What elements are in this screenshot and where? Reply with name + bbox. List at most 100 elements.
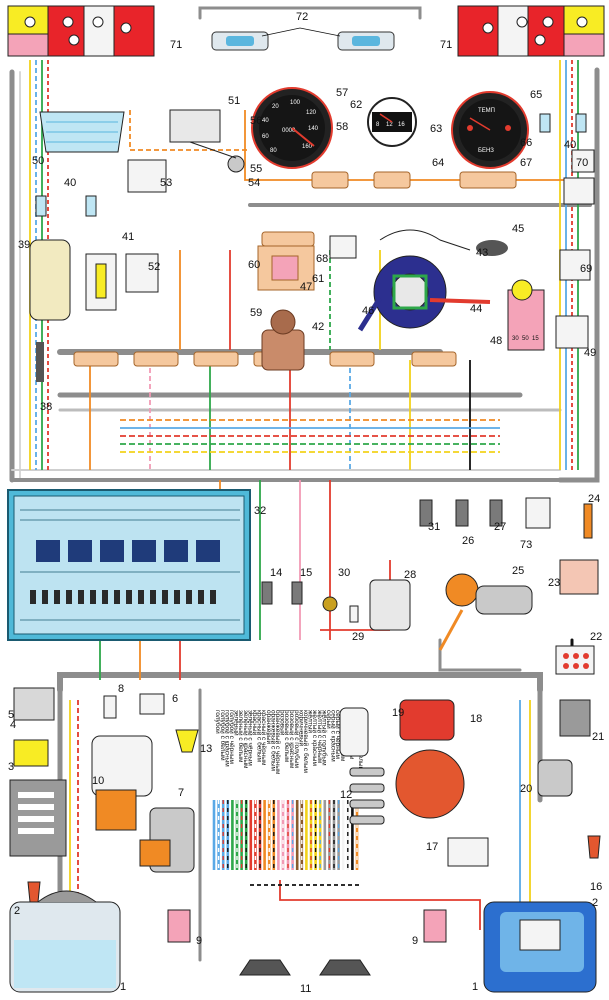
component-number-n46: 46: [362, 305, 374, 317]
component-number-n58: 58: [336, 121, 348, 133]
combination-gauge: ТЕМП БЕНЗ: [451, 91, 529, 169]
component-number-n2b: 2: [592, 897, 598, 909]
speedo-label: 100: [290, 100, 301, 106]
harness-bundles: [9, 6, 600, 962]
component-number-n72: 72: [296, 11, 308, 23]
wiper-motor-25: [438, 573, 533, 651]
component-number-n43: 43: [476, 247, 488, 259]
legend-entry: красный с белым: [254, 710, 264, 870]
legend-entry: голубой с чёрным: [226, 710, 236, 870]
legend-entry: зелёный с красным: [240, 710, 250, 870]
component-number-n31: 31: [428, 521, 440, 533]
ignition-label: 15: [532, 336, 539, 342]
legend-label: красный: [251, 710, 259, 736]
component-number-n66: 66: [520, 137, 532, 149]
component-number-n11: 11: [300, 983, 311, 995]
speedometer: 20 40 60 80 100 120 140 160 0000: [251, 87, 333, 169]
component-number-n32: 32: [254, 505, 266, 517]
legend-label: жёлтый с голубым: [320, 710, 328, 766]
legend-label: жёлтый с чёрным: [316, 710, 324, 764]
legend-label: зелёный с белым: [237, 710, 245, 763]
legend-entry: голубой с красным: [221, 710, 231, 870]
component-number-n50: 50: [32, 155, 44, 167]
combo-label: ТЕМП: [478, 108, 495, 114]
component-number-n59: 59: [250, 307, 262, 319]
component-number-n3: 3: [8, 761, 14, 773]
component-number-n41: 41: [122, 231, 134, 243]
component-number-n47: 47: [300, 281, 312, 293]
component-number-n9a: 9: [196, 935, 202, 947]
component-number-n22: 22: [590, 631, 602, 643]
component-number-n53: 53: [160, 177, 172, 189]
component-number-n40a: 40: [64, 177, 76, 189]
component-number-n45: 45: [512, 223, 524, 235]
legend-entry: оранжевый с чёрным: [272, 710, 282, 870]
legend-label: розовый: [279, 710, 287, 736]
legend-label: голубой с красным: [223, 710, 231, 767]
component-number-n16: 16: [590, 881, 602, 893]
legend-label: розовый с белым: [283, 710, 291, 763]
legend-entry: зелёный: [231, 710, 241, 870]
legend-label: зелёный: [233, 710, 241, 736]
component-number-n70: 70: [576, 157, 588, 169]
component-number-n60: 60: [248, 259, 260, 271]
speedo-label: 60: [262, 134, 269, 140]
legend-label: голубой с белым: [219, 710, 227, 761]
legend-label: оранжевый с чёрным: [274, 710, 282, 775]
speedo-label: 120: [306, 110, 317, 116]
legend-entry: розовый с белым: [281, 710, 291, 870]
ignition-label: 50: [522, 336, 529, 342]
component-number-n13: 13: [200, 743, 212, 755]
ignition-switch-42: [261, 309, 305, 371]
ignition-label: 30: [512, 336, 519, 342]
component-number-n18: 18: [470, 713, 482, 725]
component-number-n17: 17: [426, 841, 438, 853]
legend-entry: красный с чёрным: [258, 710, 268, 870]
tacho-label: 12: [386, 122, 393, 128]
component-number-n6: 6: [172, 693, 178, 705]
ignition-system: [27, 699, 601, 903]
legend-label: жёлтый с красным: [311, 710, 319, 766]
legend-entry: голубой с белым: [217, 710, 227, 870]
legend-label: зелёный с чёрным: [246, 710, 254, 766]
component-number-n38: 38: [40, 401, 52, 413]
component-number-n62: 62: [350, 99, 362, 111]
tail-light-left: [7, 5, 155, 57]
legend-label: серый: [325, 710, 333, 729]
speedo-label: 80: [270, 148, 277, 154]
legend-label: голубой: [214, 710, 222, 734]
component-number-n20: 20: [520, 783, 532, 795]
legend-entry: жёлтый с красным: [309, 710, 319, 870]
legend-label: голубой с чёрным: [228, 710, 236, 765]
steering-column-switch: [357, 229, 508, 332]
component-number-n64: 64: [432, 157, 444, 169]
legend-label: красный с белым: [256, 710, 264, 763]
engine-bay-left: [9, 687, 199, 873]
legend-label: розовый с голубым: [293, 710, 301, 769]
legend-label: зелёный с красным: [242, 710, 250, 769]
legend-entry: жёлтый с голубым: [318, 710, 328, 870]
component-number-n48: 48: [490, 335, 502, 347]
legend-entry: серый с чёрным: [332, 710, 342, 870]
component-number-n29: 29: [352, 631, 364, 643]
component-number-n19: 19: [392, 707, 404, 719]
legend-label: красный с чёрным: [260, 710, 268, 766]
fuel-gauge-62: 8 12 16: [367, 97, 417, 147]
component-number-n61: 61: [312, 273, 324, 285]
legend-label: коричневый с белым: [302, 710, 310, 774]
component-number-n55: 55: [250, 163, 262, 175]
headlight-right: [483, 901, 597, 993]
component-number-n42: 42: [312, 321, 324, 333]
component-number-n54: 54: [248, 177, 260, 189]
legend-entry: оранжевый: [263, 710, 273, 870]
component-number-n67: 67: [520, 157, 532, 169]
component-number-n71a: 71: [170, 39, 182, 51]
component-number-n63: 63: [430, 123, 442, 135]
speedo-label: 40: [262, 118, 269, 124]
component-number-n68: 68: [316, 253, 328, 265]
component-number-n57: 57: [336, 87, 348, 99]
component-number-n52: 52: [148, 261, 160, 273]
component-number-n39: 39: [18, 239, 30, 251]
component-number-n51: 51: [228, 95, 240, 107]
